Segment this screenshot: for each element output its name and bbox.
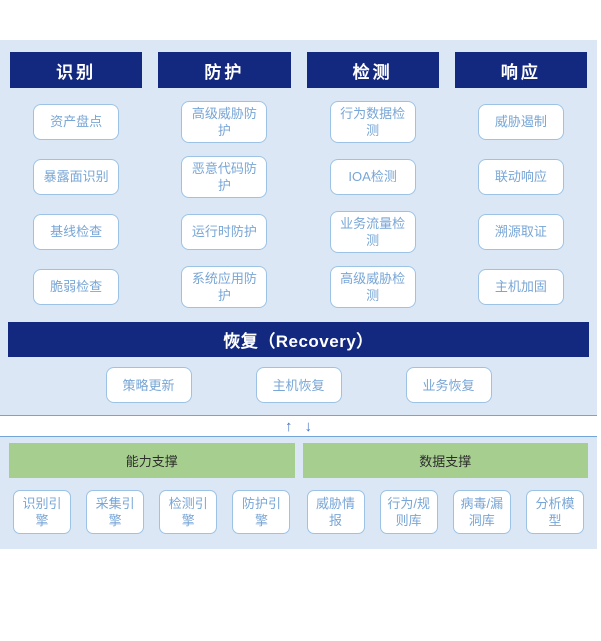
item-box: 联动响应 xyxy=(477,158,564,195)
engine-box: 防护引擎 xyxy=(232,490,291,534)
item-box: 系统应用防护 xyxy=(181,265,268,308)
data-support-header: 数据支撑 xyxy=(302,443,588,478)
framework-columns: 识别 资产盘点 暴露面识别 基线检查 脆弱检查 防护 高级威胁防护 恶意代码防护… xyxy=(0,40,597,314)
column-header-protect: 防护 xyxy=(158,52,291,88)
column-header-identify: 识别 xyxy=(10,52,143,88)
column-header-respond: 响应 xyxy=(454,52,587,88)
column-respond: 响应 威胁遏制 联动响应 溯源取证 主机加固 xyxy=(454,52,587,314)
item-box: IOA检测 xyxy=(329,158,416,195)
item-box: 业务流量检测 xyxy=(329,210,416,253)
item-box: 溯源取证 xyxy=(477,213,564,250)
support-section: 能力支撑 识别引擎 采集引擎 检测引擎 防护引擎 数据支撑 威胁情报 行为/规则… xyxy=(0,437,597,534)
item-box: 运行时防护 xyxy=(181,213,268,250)
data-box: 分析模型 xyxy=(525,490,584,534)
item-box: 暴露面识别 xyxy=(33,158,120,195)
security-framework-panel: 识别 资产盘点 暴露面识别 基线检查 脆弱检查 防护 高级威胁防护 恶意代码防护… xyxy=(0,40,597,549)
item-box: 高级威胁防护 xyxy=(181,100,268,143)
engine-box: 识别引擎 xyxy=(13,490,71,534)
arrow-down-icon: ↓ xyxy=(304,417,313,435)
item-box: 资产盘点 xyxy=(33,103,120,140)
arrow-up-icon: ↑ xyxy=(285,417,293,435)
item-box: 威胁遏制 xyxy=(477,103,564,140)
item-box: 高级威胁检测 xyxy=(329,265,416,308)
data-support-group: 数据支撑 威胁情报 行为/规则库 病毒/漏洞库 分析模型 xyxy=(302,443,588,534)
recovery-items: 策略更新 主机恢复 业务恢复 xyxy=(0,362,597,408)
item-box: 策略更新 xyxy=(105,367,192,403)
item-box: 行为数据检测 xyxy=(329,100,416,143)
item-box: 恶意代码防护 xyxy=(181,155,268,198)
data-flow-band: ↑ ↓ xyxy=(0,415,597,437)
column-identify: 识别 资产盘点 暴露面识别 基线检查 脆弱检查 xyxy=(10,52,143,314)
column-detect: 检测 行为数据检测 IOA检测 业务流量检测 高级威胁检测 xyxy=(306,52,439,314)
data-box: 威胁情报 xyxy=(306,490,365,534)
item-box: 主机恢复 xyxy=(255,367,342,403)
engine-box: 采集引擎 xyxy=(86,490,145,534)
data-box: 病毒/漏洞库 xyxy=(452,490,511,534)
item-box: 基线检查 xyxy=(33,213,120,250)
data-box: 行为/规则库 xyxy=(379,490,438,534)
item-box: 主机加固 xyxy=(477,268,564,305)
engine-box: 检测引擎 xyxy=(159,490,218,534)
column-protect: 防护 高级威胁防护 恶意代码防护 运行时防护 系统应用防护 xyxy=(158,52,291,314)
capability-support-group: 能力支撑 识别引擎 采集引擎 检测引擎 防护引擎 xyxy=(9,443,295,534)
item-box: 业务恢复 xyxy=(405,367,492,403)
column-header-detect: 检测 xyxy=(306,52,439,88)
recovery-header-bar: 恢复（Recovery） xyxy=(8,322,589,357)
item-box: 脆弱检查 xyxy=(33,268,120,305)
capability-support-header: 能力支撑 xyxy=(9,443,295,478)
